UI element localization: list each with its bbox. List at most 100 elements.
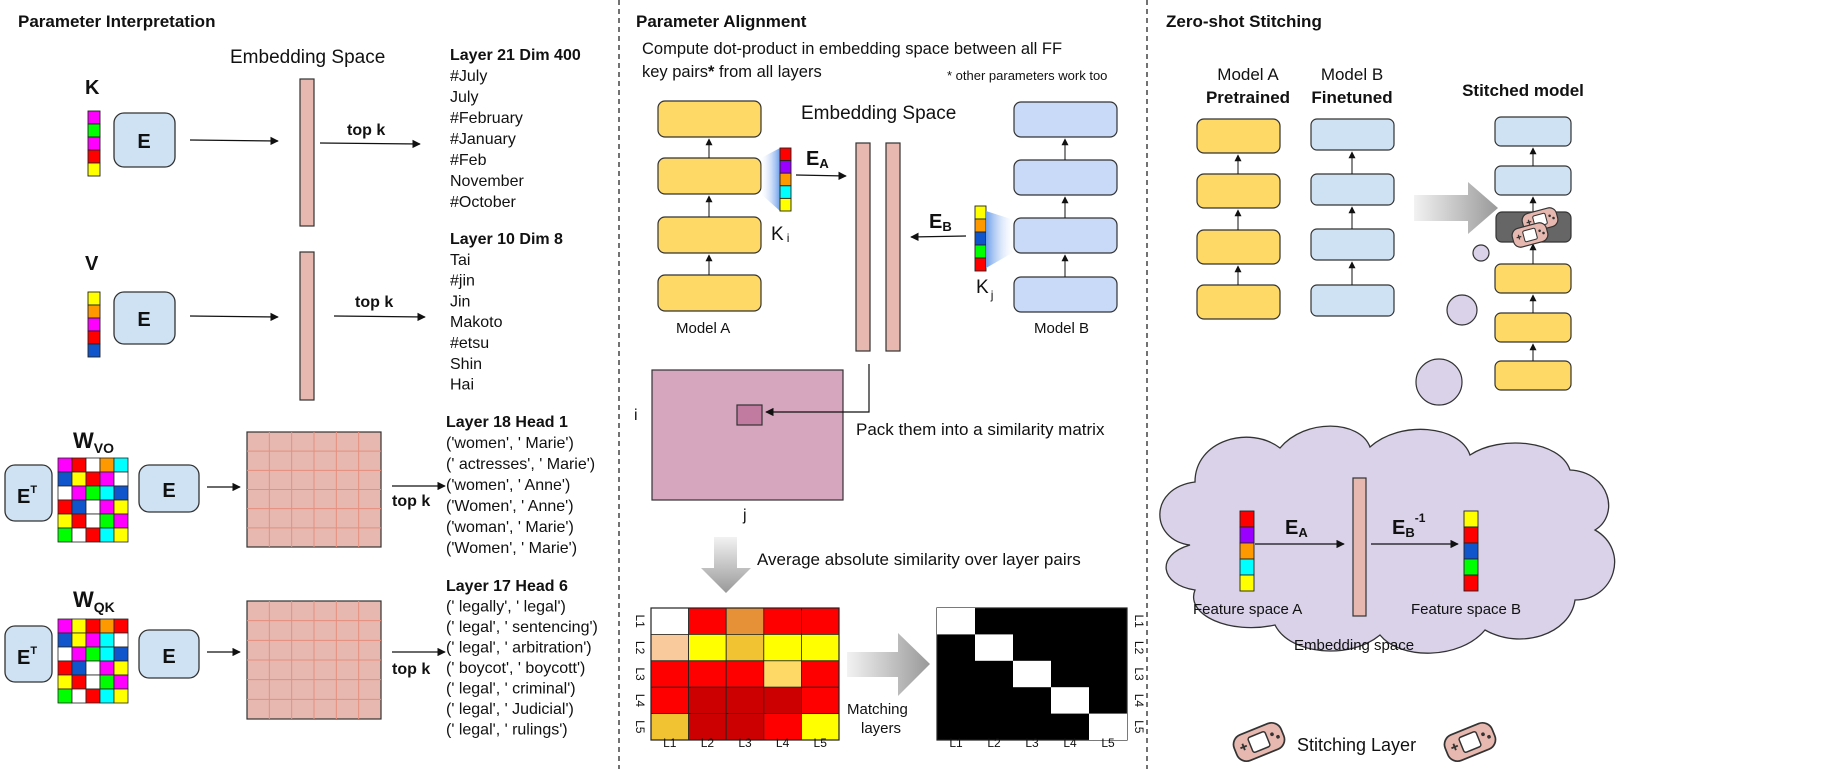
weight-cell — [71, 660, 87, 676]
feature-space-b-label: Feature space B — [1411, 601, 1521, 618]
weight-cell — [99, 660, 115, 676]
arrow-v-to-embed — [189, 312, 279, 322]
vector-cell — [779, 197, 792, 212]
e-label-v: E — [137, 309, 150, 331]
heatmap-cell — [725, 686, 765, 715]
matching-cell — [1013, 660, 1051, 688]
heatmap-y-tick: L2 — [633, 641, 647, 655]
matching-label-2: layers — [861, 720, 901, 737]
cloud-ea-label: EA — [1285, 517, 1308, 540]
matching-y-tick: L5 — [1132, 720, 1146, 734]
heatmap-cell — [801, 713, 840, 741]
model-a-layer-1 — [657, 274, 762, 312]
list-item: Jin — [450, 293, 470, 310]
list-item: #jin — [450, 273, 475, 290]
vector-cell — [87, 317, 101, 332]
eb-label: EB — [929, 211, 952, 234]
list-item: #October — [450, 194, 516, 211]
list-item: November — [450, 173, 524, 190]
weight-cell — [113, 688, 129, 704]
panel-parameter-alignment: Parameter Alignment Compute dot-product … — [633, 12, 1146, 750]
weight-cell — [99, 499, 115, 515]
list-item: #July — [450, 68, 487, 85]
weight-cell — [113, 513, 129, 529]
weight-cell — [113, 457, 129, 473]
panel-zero-shot-stitching: Zero-shot Stitching Model A Pretrained M… — [1159, 12, 1616, 763]
embed-bar-k — [299, 78, 315, 227]
vector-cell — [1239, 574, 1255, 592]
weight-cell — [57, 660, 73, 676]
arrow-k-to-embed — [189, 136, 279, 146]
heatmap-x-tick: L1 — [663, 736, 677, 750]
model-a-title: Model A — [1217, 65, 1279, 84]
gamepad-dpad — [1451, 743, 1459, 751]
heatmap-x-tick: L4 — [776, 736, 790, 750]
list-header: Layer 21 Dim 400 — [450, 47, 581, 64]
list-header: Layer 17 Head 6 — [446, 578, 568, 595]
weight-cell — [113, 527, 129, 543]
stitched-bottom-layer-1 — [1494, 360, 1572, 391]
vector-cell — [779, 172, 792, 187]
weight-cell — [57, 618, 73, 634]
embedding-cloud — [1159, 425, 1616, 654]
arrow-eb — [910, 232, 967, 242]
stitched-top-layer-1 — [1494, 165, 1572, 196]
panel-title-interpretation: Parameter Interpretation — [18, 12, 215, 31]
matching-x-tick: L2 — [987, 736, 1001, 750]
model-a-layer-3 — [657, 157, 762, 195]
finetuned-layer-1 — [1310, 284, 1395, 317]
heatmap-cell — [763, 607, 802, 635]
heatmap-y-tick: L3 — [633, 667, 647, 681]
weight-cell — [113, 471, 129, 487]
weight-cell — [57, 471, 73, 487]
vector-cell — [779, 160, 792, 174]
heatmap-cell — [763, 634, 802, 662]
vector-cell — [974, 231, 987, 246]
model-b-stack — [1013, 101, 1118, 313]
embed-bar-a — [855, 142, 871, 352]
w-vo-label: WVO — [73, 428, 114, 456]
weight-cell — [99, 688, 115, 704]
model-b-label: Model B — [1034, 320, 1089, 337]
e-box-vo — [138, 464, 200, 513]
weight-cell — [71, 632, 87, 648]
weight-cell — [71, 457, 87, 473]
list-item: #Feb — [450, 152, 487, 169]
j-axis-label: j — [742, 507, 747, 524]
heatmap-y-tick: L4 — [633, 694, 647, 708]
stitch-gamepad-icon-2 — [1511, 222, 1549, 248]
stitched-bottom-layer-3 — [1494, 263, 1572, 294]
vector-cell — [87, 291, 101, 306]
weight-cell — [99, 513, 115, 529]
weight-cell — [113, 660, 129, 676]
weight-cell — [99, 674, 115, 690]
arrow-k-topk — [319, 139, 421, 149]
weight-cell — [85, 527, 101, 543]
weight-cell — [113, 485, 129, 501]
list-header: Layer 10 Dim 8 — [450, 231, 563, 248]
list-item: ('women', ' Anne') — [446, 477, 570, 494]
heatmap-y-tick: L1 — [633, 615, 647, 629]
matching-label-1: Matching — [847, 701, 908, 718]
gamepad-button — [1552, 216, 1555, 220]
heatmap-cell — [801, 607, 840, 635]
finetuned-stack — [1310, 118, 1395, 317]
e-box-v — [113, 291, 176, 345]
heatmap-cell — [763, 686, 802, 715]
thought-bubble-large — [1415, 358, 1463, 406]
matching-arrow — [847, 633, 930, 696]
weight-cell — [85, 632, 101, 648]
list-item: Makoto — [450, 314, 503, 331]
weight-cell — [99, 457, 115, 473]
embed-bar-v — [299, 251, 315, 401]
model-a-label: Model A — [676, 320, 730, 337]
thought-bubble-small — [1472, 244, 1490, 262]
vector-cell — [87, 123, 101, 138]
model-a-stack — [657, 100, 762, 312]
et-box-vo — [4, 464, 53, 522]
weight-cell — [85, 471, 101, 487]
k-vector — [87, 110, 101, 177]
weight-cell — [57, 632, 73, 648]
panel-parameter-interpretation: Parameter Interpretation Embedding Space… — [4, 12, 598, 739]
